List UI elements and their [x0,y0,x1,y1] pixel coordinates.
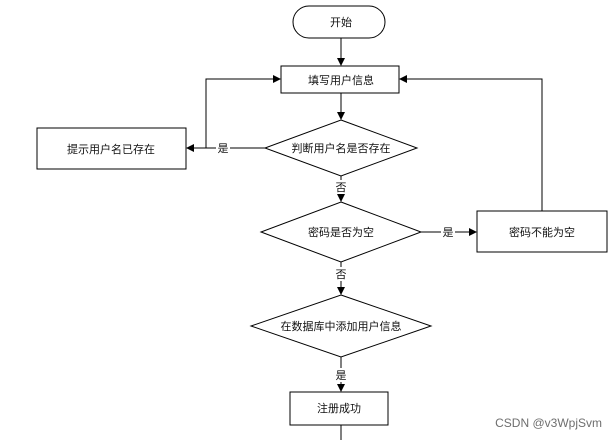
edge-label-pwd-yes: 是 [443,226,454,239]
start-terminal [292,5,386,39]
edge-prompt-loop-back [205,75,281,148]
edge-label-exists-yes: 是 [218,142,229,155]
prompt-exists-label: 提示用户名已存在 [67,142,155,156]
password-not-empty-label: 密码不能为空 [509,225,575,239]
edge-label-pwd-no: 否 [336,268,347,281]
check-username-label: 判断用户名是否存在 [292,141,391,155]
register-success-box [289,391,389,426]
start-label: 开始 [330,15,352,29]
edge-notempty-loop-back [399,75,543,211]
edge-label-db-yes: 是 [336,369,347,382]
add-to-db-label: 在数据库中添加用户信息 [281,319,402,333]
fill-info-box [280,65,400,94]
watermark: CSDN @v3WpjSvm [495,416,602,430]
password-empty-label: 密码是否为空 [308,225,374,239]
password-not-empty-box [476,210,608,253]
register-success-label: 注册成功 [317,401,361,415]
fill-info-label: 填写用户信息 [308,73,374,87]
edge-label-exists-no: 否 [336,181,347,194]
